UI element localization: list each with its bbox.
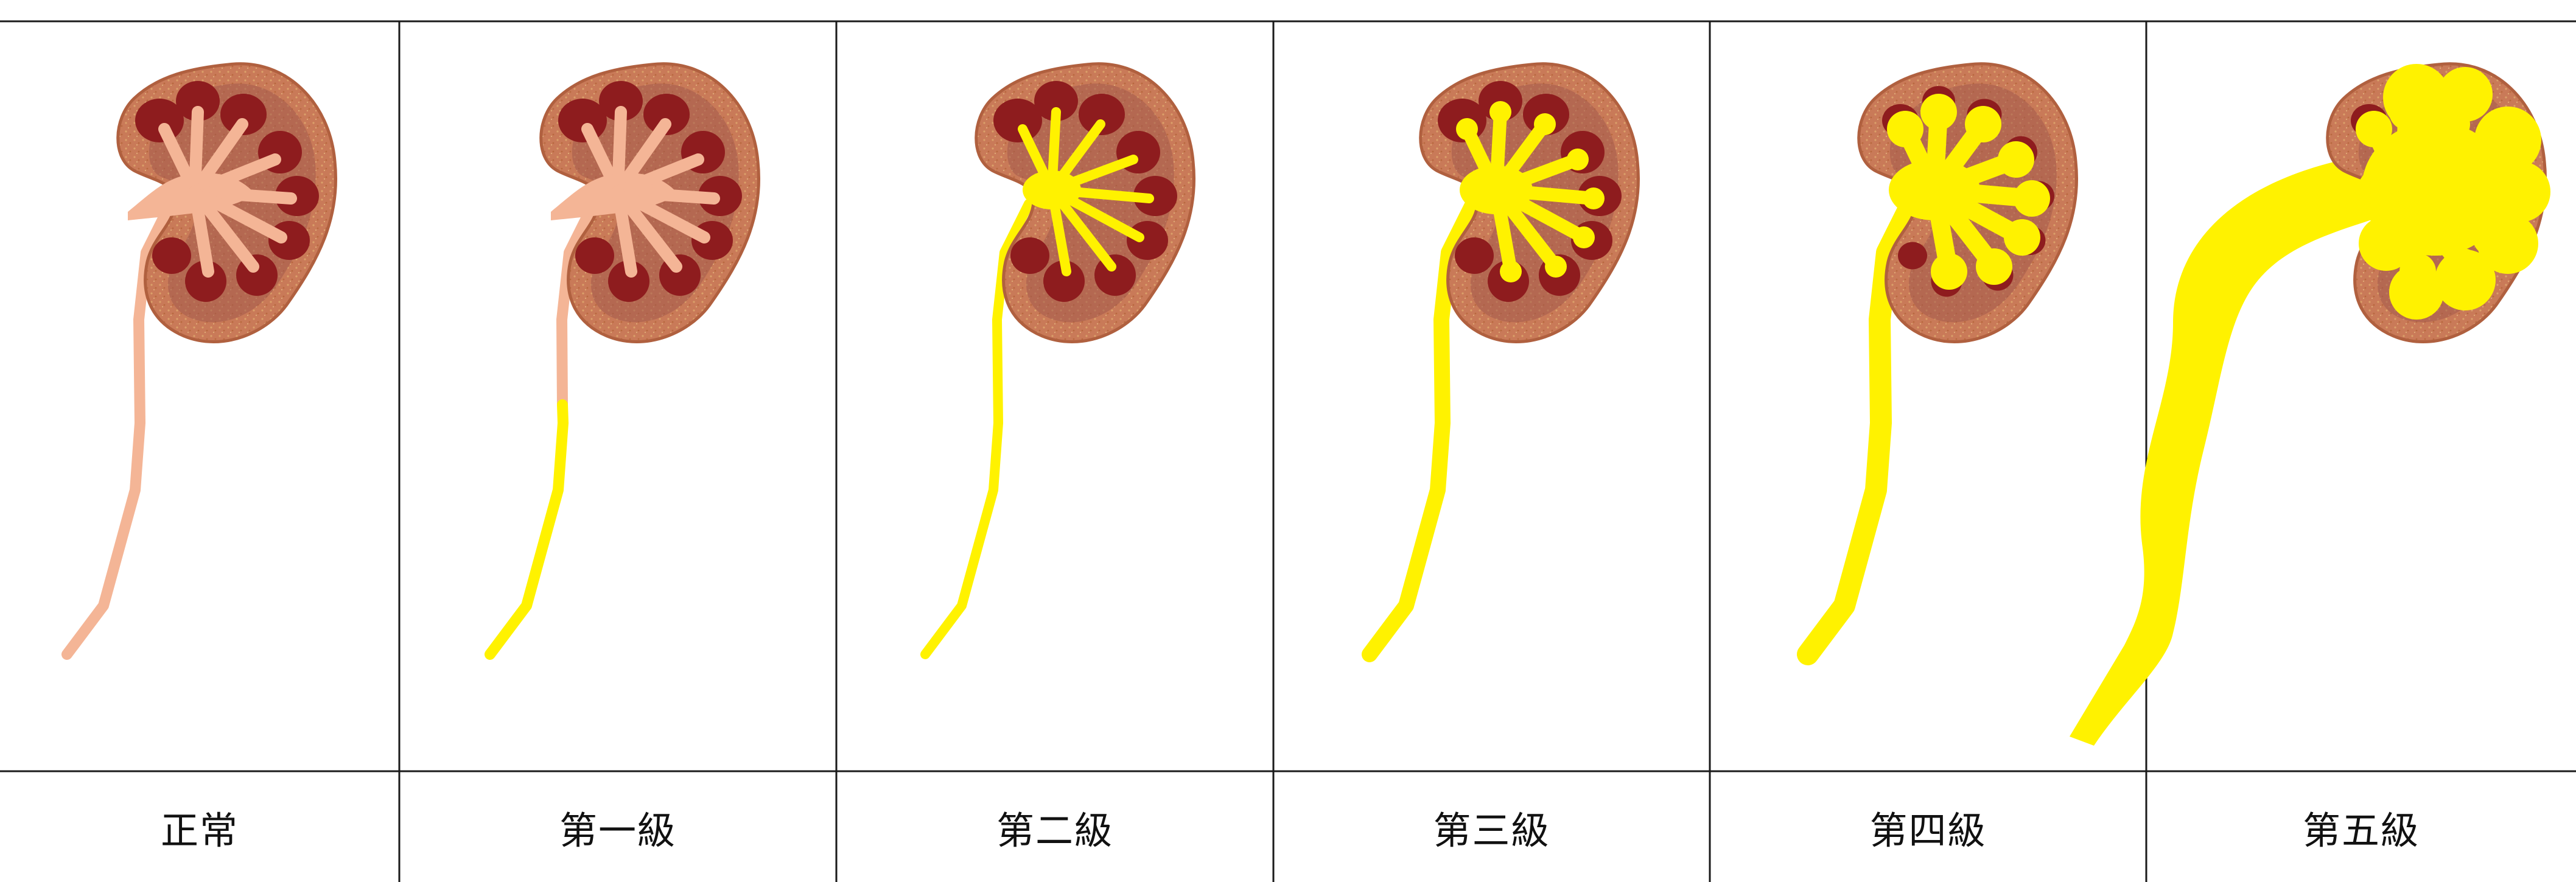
dilated-calyx	[2435, 250, 2496, 310]
dilated-calyx	[2438, 67, 2493, 122]
renal-pyramid	[1010, 237, 1049, 274]
label-grade-3: 第三級	[1273, 772, 1710, 882]
renal-pyramid	[1455, 237, 1494, 274]
panel-normal	[67, 64, 336, 654]
renal-pyramid	[1127, 221, 1168, 260]
kidney	[1421, 64, 1639, 342]
clubbed-calyx	[1976, 248, 2012, 285]
clubbed-calyx	[1887, 111, 1923, 147]
clubbed-calyx	[1965, 106, 2001, 142]
renal-pyramid	[1094, 254, 1136, 296]
clubbed-calyx	[1545, 256, 1567, 278]
clubbed-calyx	[1456, 118, 1478, 140]
panel-grade-5	[2070, 64, 2550, 746]
clubbed-calyx	[1573, 226, 1595, 248]
kidney	[976, 64, 1194, 342]
ureter-refluxed	[490, 405, 563, 654]
clubbed-calyx	[1998, 141, 2034, 178]
panel-grade-2	[925, 64, 1194, 654]
clubbed-calyx	[1920, 94, 1957, 130]
clubbed-calyx	[1931, 253, 1967, 290]
panel-grade-1	[490, 64, 759, 654]
ureter-dilated	[2070, 158, 2392, 746]
label-grade-1: 第一級	[399, 772, 836, 882]
panel-grade-4	[1808, 64, 2077, 654]
clubbed-calyx	[2014, 180, 2050, 217]
label-normal: 正常	[0, 772, 399, 882]
panel-grade-3	[1370, 64, 1639, 654]
label-grade-5: 第五級	[2146, 772, 2576, 882]
renal-pyramid	[575, 237, 614, 274]
label-grade-4: 第四級	[1710, 772, 2146, 882]
kidney	[1859, 64, 2077, 342]
clubbed-calyx	[1534, 113, 1556, 135]
clubbed-calyx	[1489, 101, 1511, 123]
kidney-panels	[67, 64, 2550, 746]
dilated-pelvis	[2362, 122, 2508, 256]
label-grade-2: 第二級	[836, 772, 1273, 882]
clubbed-calyx	[1583, 187, 1605, 209]
clubbed-calyx	[2004, 219, 2040, 256]
clubbed-calyx	[1500, 261, 1522, 282]
renal-pyramid	[1898, 242, 1927, 270]
kidney	[541, 64, 759, 342]
renal-pyramid	[152, 237, 191, 274]
clubbed-calyx	[1567, 149, 1589, 170]
kidney	[118, 64, 336, 342]
dilated-calyx	[2389, 265, 2444, 320]
